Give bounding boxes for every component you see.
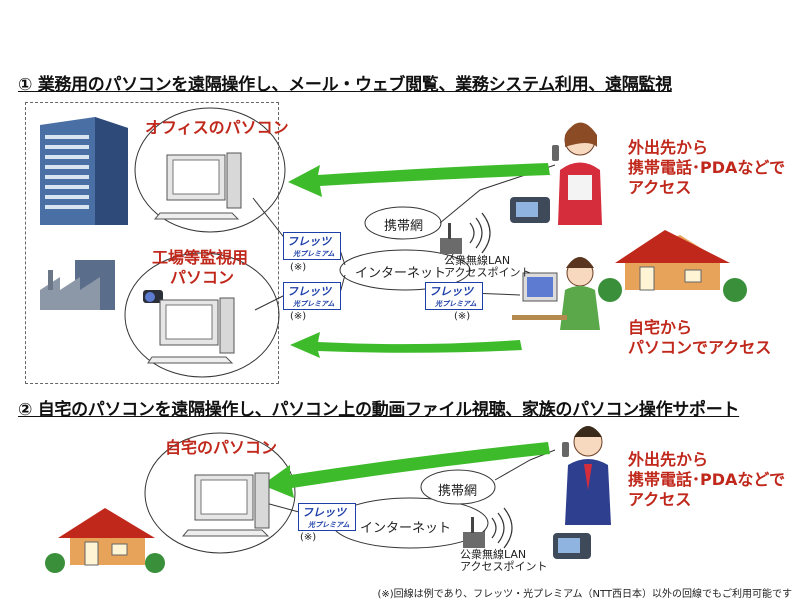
corporate-area-box	[25, 102, 279, 384]
s2-cell-network-ellipse	[420, 469, 496, 505]
asterisk-3: (※)	[454, 311, 471, 322]
flets-logo-2: フレッツ 光プレミアム	[283, 282, 341, 310]
home-pc-label: 自宅のパソコン	[165, 438, 278, 457]
arrow-mobile-to-home	[262, 442, 550, 498]
office-pc-label: オフィスのパソコン	[145, 118, 289, 137]
s2-mobile-label-1: 外出先から	[628, 450, 709, 469]
home-label-1: 自宅から	[628, 318, 693, 337]
section1-heading: ① 業務用のパソコンを遠隔操作し、メール・ウェブ閲覧、業務システム利用、遠隔監視	[18, 75, 672, 95]
factory-pc-ellipse	[124, 252, 280, 378]
wireless-router-icon	[440, 212, 491, 254]
flets-logo-1: フレッツ 光プレミアム	[283, 232, 341, 260]
section1-diagram	[40, 107, 747, 378]
svg-text:光プレミアム: 光プレミアム	[292, 299, 335, 308]
desktop-pc-icon	[153, 152, 242, 220]
s1-mobile-label-1: 外出先から	[628, 138, 709, 157]
home-pc-ellipse	[144, 432, 296, 554]
flets-logo-4: フレッツ 光プレミアム	[298, 503, 356, 531]
factory-pc-label-1: 工場等監視用	[152, 248, 249, 267]
arrow-mobile-to-office	[288, 163, 550, 197]
internet-ellipse	[339, 249, 471, 291]
house-icon	[598, 230, 747, 302]
desktop-pc-icon-2	[147, 297, 235, 364]
asterisk-2: (※)	[290, 311, 307, 322]
woman-with-phone-icon	[552, 122, 602, 225]
office-pc-ellipse	[134, 107, 286, 233]
svg-text:フレッツ: フレッツ	[429, 285, 475, 298]
cell-network-ellipse	[364, 206, 442, 240]
footnote: (※)回線は例であり、フレッツ・光プレミアム（NTT西日本）以外の回線でもご利用…	[377, 589, 792, 600]
pda-icon	[510, 197, 550, 223]
s1-mobile-label-3: アクセス	[628, 178, 692, 197]
arrow-home-to-factory	[290, 332, 522, 358]
s1-wlan-1: 公衆無線LAN	[444, 254, 511, 267]
man-with-phone-icon	[562, 426, 611, 525]
s1-mobile-label-2: 携帯電話･PDAなどで	[628, 158, 786, 177]
s2-mobile-label-3: アクセス	[628, 490, 692, 509]
asterisk-1: (※)	[290, 262, 307, 273]
s2-internet: インターネット	[360, 521, 452, 536]
s1-cell-network: 携帯網	[384, 219, 424, 234]
svg-text:フレッツ: フレッツ	[287, 285, 333, 298]
factory-pc-label-2: パソコン	[170, 268, 235, 287]
s2-mobile-label-2: 携帯電話･PDAなどで	[628, 470, 786, 489]
s2-cell-network: 携帯網	[438, 484, 478, 499]
s1-wlan-2: アクセスポイント	[444, 266, 532, 279]
s2-wlan-1: 公衆無線LAN	[460, 548, 527, 561]
desktop-pc-icon-3	[181, 472, 270, 537]
svg-text:光プレミアム: 光プレミアム	[307, 520, 350, 529]
factory-icon	[40, 260, 115, 310]
svg-text:フレッツ: フレッツ	[287, 235, 333, 248]
pda-icon-2	[553, 533, 591, 559]
section2-heading: ② 自宅のパソコンを遠隔操作し、パソコン上の動画ファイル視聴、家族のパソコン操作…	[18, 400, 740, 420]
office-building-icon	[40, 117, 128, 225]
flets-logo-3: フレッツ 光プレミアム	[425, 282, 483, 310]
man-at-computer-icon	[512, 257, 600, 330]
asterisk-4: (※)	[300, 532, 317, 543]
home-label-2: パソコンでアクセス	[628, 338, 772, 357]
svg-text:光プレミアム: 光プレミアム	[434, 299, 477, 308]
svg-text:光プレミアム: 光プレミアム	[292, 249, 335, 258]
security-camera-icon	[143, 290, 163, 303]
house-icon-2	[45, 508, 165, 573]
s2-wlan-2: アクセスポイント	[460, 560, 548, 573]
wireless-router-icon-2	[463, 507, 513, 549]
s1-internet: インターネット	[355, 266, 447, 281]
svg-text:フレッツ: フレッツ	[302, 506, 348, 519]
